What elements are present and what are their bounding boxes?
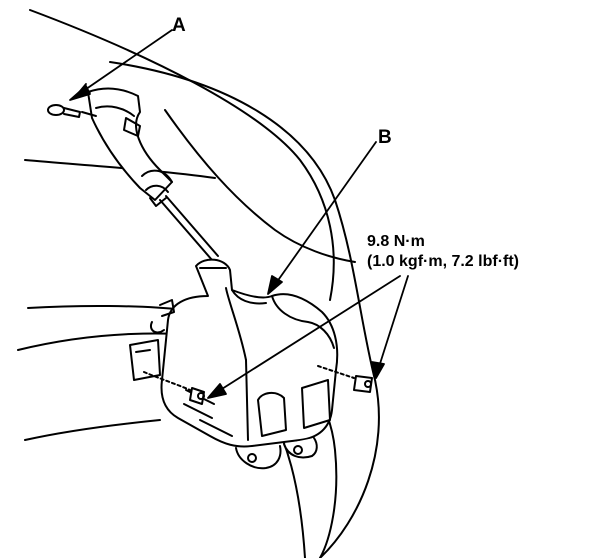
fender-panel-lines <box>17 9 380 558</box>
clip-a <box>47 104 97 118</box>
left-bolt <box>143 371 205 405</box>
right-bolt <box>317 365 373 393</box>
callout-b: B <box>378 127 392 148</box>
washer-reservoir <box>129 258 339 470</box>
filler-neck <box>87 87 173 207</box>
torque-value: 9.8 N·m <box>367 233 425 250</box>
callout-a: A <box>172 15 186 36</box>
hose <box>159 195 219 261</box>
leader-lines <box>69 29 409 399</box>
torque-specification: 9.8 N·m (1.0 kgf·m, 7.2 lbf·ft) <box>367 232 519 272</box>
torque-conversion: (1.0 kgf·m, 7.2 lbf·ft) <box>367 253 520 270</box>
